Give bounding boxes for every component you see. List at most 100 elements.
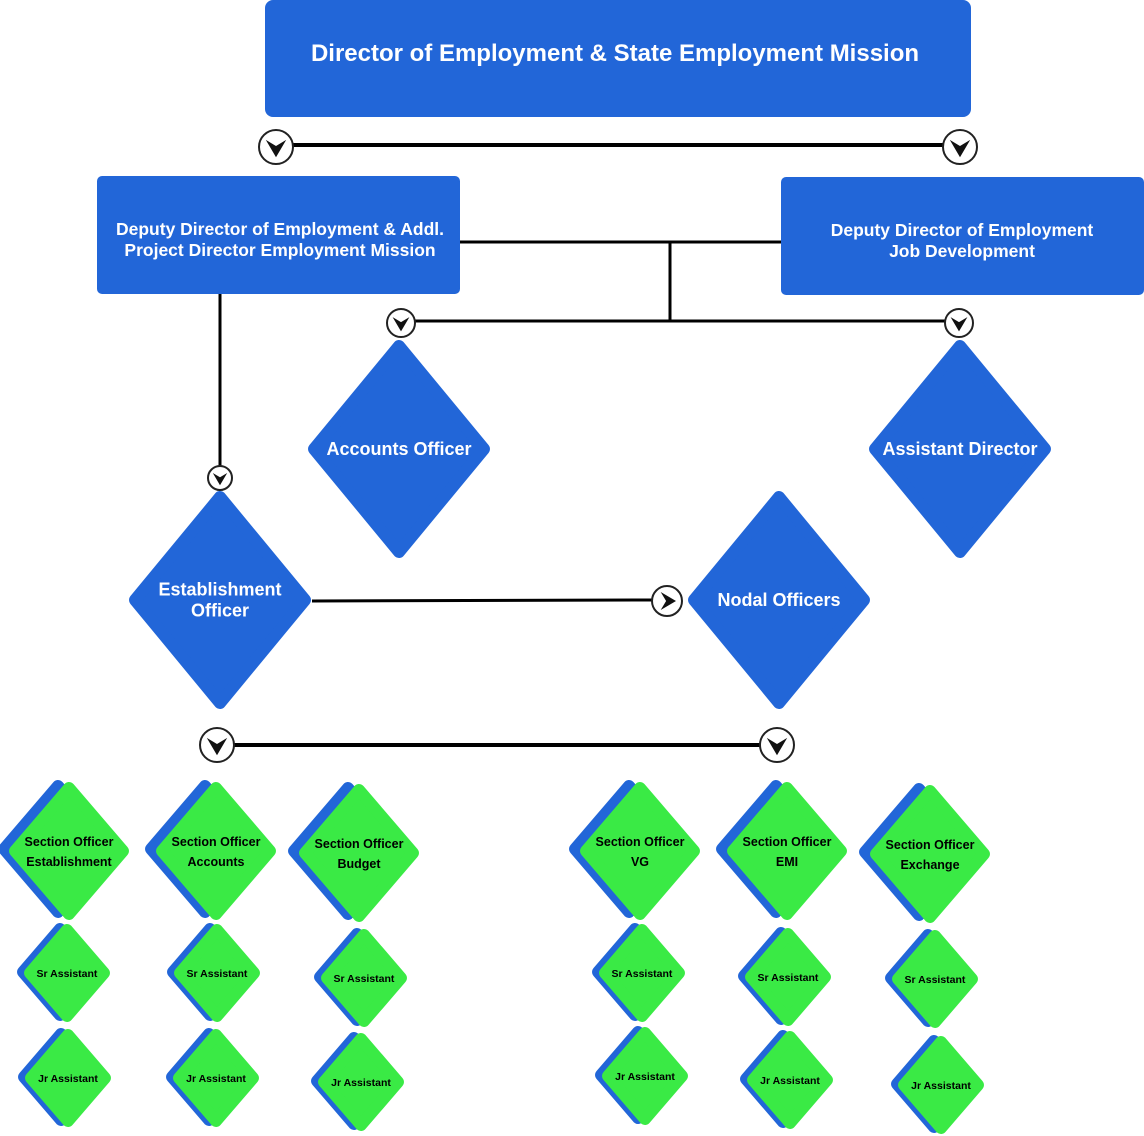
deputy-node-mission[interactable]: Deputy Director of Employment & Addl. Pr… <box>97 176 460 294</box>
section-label: Section Officer <box>25 835 114 849</box>
officer-label: Assistant Director <box>882 439 1037 459</box>
assistant-label: Jr Assistant <box>615 1071 675 1083</box>
assistant-diamond <box>173 1029 259 1127</box>
assistant-diamond <box>892 930 978 1028</box>
jr-assistant-node[interactable]: Jr Assistant <box>891 1035 984 1134</box>
deputy-label-line: Project Director Employment Mission <box>124 240 435 260</box>
arrow-to-nodal-officers <box>651 585 683 617</box>
assistant-label: Sr Assistant <box>612 968 673 980</box>
arrow-to-deputy-job-development <box>942 129 978 165</box>
assistant-diamond <box>174 924 260 1022</box>
jr-assistant-node[interactable]: Jr Assistant <box>595 1026 688 1125</box>
officer-label: Accounts Officer <box>326 439 471 459</box>
sr-assistant-node[interactable]: Sr Assistant <box>17 923 110 1022</box>
section-diamond <box>870 785 990 923</box>
deputy-node-job-development[interactable]: Deputy Director of Employment Job Develo… <box>781 177 1144 295</box>
section-label: Accounts <box>188 855 245 869</box>
jr-assistant-node[interactable]: Jr Assistant <box>740 1030 833 1129</box>
assistant-label: Jr Assistant <box>331 1077 391 1089</box>
deputy-label-line: Deputy Director of Employment <box>831 220 1094 240</box>
jr-assistant-node[interactable]: Jr Assistant <box>166 1028 259 1127</box>
section-label: Section Officer <box>172 835 261 849</box>
assistant-label: Sr Assistant <box>758 972 819 984</box>
chevron-right-icon <box>660 592 676 610</box>
connectors <box>218 143 960 747</box>
arrow-to-sections-right <box>759 727 795 763</box>
assistant-label: Jr Assistant <box>38 1073 98 1085</box>
section-label: Section Officer <box>743 835 832 849</box>
sr-assistant-node[interactable]: Sr Assistant <box>314 928 407 1027</box>
officer-diamond <box>308 340 490 558</box>
connector-establishment-nodal <box>311 598 655 603</box>
section-label: Section Officer <box>596 835 685 849</box>
assistant-label: Jr Assistant <box>911 1080 971 1092</box>
chevron-down-icon <box>212 472 228 486</box>
section-diamond <box>299 784 419 922</box>
assistant-label: Sr Assistant <box>905 974 966 986</box>
chevron-down-icon <box>950 317 968 332</box>
arrow-to-establishment-officer <box>207 465 233 491</box>
sr-assistant-node[interactable]: Sr Assistant <box>592 923 685 1022</box>
section-diamond <box>156 782 276 920</box>
assistant-diamond <box>602 1027 688 1125</box>
officer-diamond <box>869 340 1051 558</box>
officer-diamond <box>129 491 311 709</box>
nodal-officers-node[interactable]: Nodal Officers <box>688 491 870 709</box>
assistant-director-node[interactable]: Assistant Director <box>869 340 1051 558</box>
deputy-label-line: Deputy Director of Employment & Addl. <box>116 219 444 239</box>
assistant-diamond <box>24 924 110 1022</box>
sr-assistant-node[interactable]: Sr Assistant <box>885 929 978 1028</box>
sr-assistant-node[interactable]: Sr Assistant <box>738 927 831 1026</box>
arrow-to-assistant-director <box>944 308 974 338</box>
deputy-box <box>97 176 460 294</box>
assistant-label: Jr Assistant <box>186 1073 246 1085</box>
assistant-label: Sr Assistant <box>187 968 248 980</box>
section-label: Budget <box>337 857 381 871</box>
section-label: Establishment <box>26 855 112 869</box>
section-label: VG <box>631 855 649 869</box>
jr-assistant-node[interactable]: Jr Assistant <box>311 1032 404 1131</box>
assistant-label: Sr Assistant <box>37 968 98 980</box>
officer-label: Officer <box>191 601 249 621</box>
jr-assistant-node[interactable]: Jr Assistant <box>18 1028 111 1127</box>
officer-diamond <box>688 491 870 709</box>
assistant-diamond <box>747 1031 833 1129</box>
director-node[interactable]: Director of Employment & State Employmen… <box>265 0 971 117</box>
officer-label: Establishment <box>158 580 281 600</box>
chevron-down-icon <box>265 139 287 158</box>
accounts-officer-node[interactable]: Accounts Officer <box>308 340 490 558</box>
officer-label: Nodal Officers <box>717 590 840 610</box>
assistant-diamond <box>25 1029 111 1127</box>
chevron-down-icon <box>766 737 788 756</box>
chevron-down-icon <box>206 737 228 756</box>
section-label: Section Officer <box>315 837 404 851</box>
assistant-diamond <box>321 929 407 1027</box>
director-box <box>265 0 971 117</box>
section-label: Section Officer <box>886 838 975 852</box>
section-label: Exchange <box>900 858 959 872</box>
assistant-diamond <box>898 1036 984 1134</box>
assistant-label: Sr Assistant <box>334 973 395 985</box>
section-diamond <box>9 782 129 920</box>
director-label: Director of Employment & State Employmen… <box>311 40 919 67</box>
arrow-to-accounts-officer <box>386 308 416 338</box>
section-label: EMI <box>776 855 798 869</box>
chevron-down-icon <box>392 317 410 332</box>
sr-assistant-node[interactable]: Sr Assistant <box>167 923 260 1022</box>
arrow-to-sections-left <box>199 727 235 763</box>
assistant-diamond <box>318 1033 404 1131</box>
deputy-box <box>781 177 1144 295</box>
